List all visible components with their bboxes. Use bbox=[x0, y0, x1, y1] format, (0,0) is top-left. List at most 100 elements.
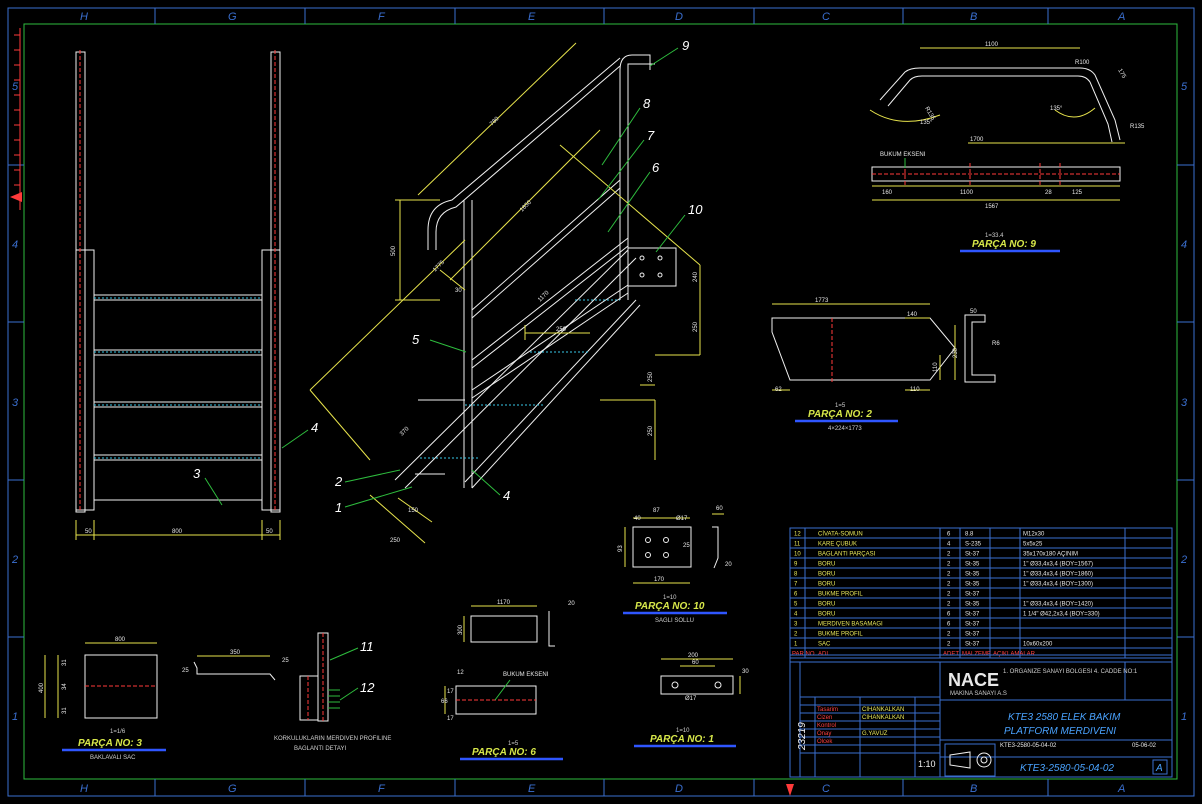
svg-text:1567: 1567 bbox=[985, 204, 999, 210]
bom-cell-name: KARE ÇUBUK bbox=[818, 542, 857, 548]
svg-text:B: B bbox=[970, 11, 977, 23]
svg-text:30: 30 bbox=[742, 669, 749, 675]
svg-text:3: 3 bbox=[12, 397, 19, 409]
svg-text:135°: 135° bbox=[1050, 106, 1063, 112]
svg-text:23219: 23219 bbox=[797, 722, 808, 751]
svg-text:4: 4 bbox=[503, 488, 510, 503]
bom-cell-name: BUKME PROFIL bbox=[818, 632, 863, 638]
svg-text:8: 8 bbox=[643, 96, 651, 111]
bom-cell-name: BORU bbox=[818, 572, 835, 578]
svg-text:34: 34 bbox=[62, 683, 68, 690]
svg-text:240: 240 bbox=[693, 271, 699, 282]
svg-text:C: C bbox=[822, 11, 830, 23]
svg-text:E: E bbox=[528, 783, 536, 795]
bom-cell-spec: 1" Ø33,4x3,4 (BOY=1860) bbox=[1023, 572, 1093, 578]
svg-text:Ø17: Ø17 bbox=[676, 516, 688, 522]
svg-text:30: 30 bbox=[455, 288, 462, 294]
bom-cell-material: St-35 bbox=[965, 572, 980, 578]
svg-text:PARÇA NO: 9: PARÇA NO: 9 bbox=[972, 239, 1036, 250]
bom-cell-qty: 6 bbox=[947, 622, 951, 628]
svg-text:G.YAVUZ: G.YAVUZ bbox=[862, 731, 888, 737]
svg-text:1: 1 bbox=[12, 711, 18, 723]
bom-cell-material: St-37 bbox=[965, 632, 980, 638]
svg-text:SAGLI SOLLU: SAGLI SOLLU bbox=[655, 618, 694, 624]
bom-cell-qty: 6 bbox=[947, 532, 951, 538]
svg-text:CIHANKALKAN: CIHANKALKAN bbox=[862, 707, 904, 713]
svg-text:20: 20 bbox=[725, 562, 732, 568]
svg-text:3: 3 bbox=[193, 466, 201, 481]
bom-cell-material: St-37 bbox=[965, 612, 980, 618]
svg-text:D: D bbox=[675, 783, 683, 795]
title-block: Tasarim Cizen Kontrol Onay Olcek CIHANKA… bbox=[789, 654, 1173, 778]
svg-text:BUKUM EKSENI: BUKUM EKSENI bbox=[880, 152, 926, 158]
svg-text:MAKINA SANAYI A.S: MAKINA SANAYI A.S bbox=[950, 691, 1007, 697]
svg-text:PARÇA NO: 3: PARÇA NO: 3 bbox=[78, 738, 142, 749]
outer-border bbox=[7, 7, 1195, 797]
bom-cell-spec: 35x170x180 AÇINIM bbox=[1023, 552, 1078, 558]
svg-text:170: 170 bbox=[654, 577, 665, 583]
svg-text:50: 50 bbox=[970, 309, 977, 315]
svg-text:F: F bbox=[378, 11, 386, 23]
svg-text:125: 125 bbox=[1072, 190, 1083, 196]
bom-cell-material: St-37 bbox=[965, 592, 980, 598]
bom-cell-name: BUKME PROFIL bbox=[818, 592, 863, 598]
bom-cell-material: St-35 bbox=[965, 602, 980, 608]
svg-text:5: 5 bbox=[412, 332, 420, 347]
part-3-view: 800 400 34 31 31 1=1/6 PARÇA NO: 3 BAKLA… bbox=[39, 637, 166, 761]
svg-text:780: 780 bbox=[489, 116, 501, 128]
svg-text:G: G bbox=[228, 11, 237, 23]
svg-text:KTE3-2580-05-04-02: KTE3-2580-05-04-02 bbox=[1000, 743, 1057, 749]
svg-text:BUKUM EKSENI: BUKUM EKSENI bbox=[503, 672, 549, 678]
company-logo: NACE bbox=[948, 670, 999, 690]
svg-text:4: 4 bbox=[12, 239, 18, 251]
svg-text:R135: R135 bbox=[1130, 124, 1145, 130]
ruler-marker bbox=[10, 192, 22, 202]
svg-text:R6: R6 bbox=[992, 341, 1000, 347]
svg-text:135°: 135° bbox=[920, 120, 933, 126]
svg-text:12: 12 bbox=[360, 680, 375, 695]
svg-text:1:10: 1:10 bbox=[918, 759, 936, 769]
svg-text:6: 6 bbox=[652, 160, 660, 175]
svg-text:G: G bbox=[228, 783, 237, 795]
svg-text:PARÇA NO: 10: PARÇA NO: 10 bbox=[635, 601, 705, 612]
svg-text:60: 60 bbox=[692, 660, 699, 666]
svg-text:150: 150 bbox=[408, 508, 419, 514]
svg-text:25: 25 bbox=[282, 658, 289, 664]
grid-labels: H G F E D C B A H G F E D C B A 5 4 3 2 … bbox=[11, 11, 1188, 795]
svg-text:A: A bbox=[1155, 763, 1163, 774]
svg-text:3: 3 bbox=[1181, 397, 1188, 409]
svg-text:1=10: 1=10 bbox=[663, 595, 677, 601]
svg-text:PLATFORM MERDIVENI: PLATFORM MERDIVENI bbox=[1004, 726, 1116, 737]
inner-border bbox=[23, 23, 1178, 780]
scale-ruler bbox=[14, 28, 21, 210]
svg-text:50: 50 bbox=[266, 529, 273, 535]
svg-text:PARÇA NO: 1: PARÇA NO: 1 bbox=[650, 734, 714, 745]
bom-cell-no: 11 bbox=[794, 542, 801, 548]
svg-text:1=33.4: 1=33.4 bbox=[985, 233, 1004, 239]
connection-detail: 11 12 KORKULUKLARIN MERDIVEN PROFILINE B… bbox=[274, 632, 391, 752]
svg-text:40: 40 bbox=[634, 516, 641, 522]
bom-cell-qty: 2 bbox=[947, 592, 951, 598]
svg-text:250: 250 bbox=[556, 327, 567, 333]
bom-cell-material: 8.8 bbox=[965, 532, 974, 538]
bom-cell-spec: M12x30 bbox=[1023, 532, 1045, 538]
bom-cell-no: 1 bbox=[794, 642, 798, 648]
svg-text:110: 110 bbox=[910, 387, 920, 393]
bom-cell-name: BORU bbox=[818, 602, 835, 608]
svg-text:1=5: 1=5 bbox=[835, 403, 846, 409]
bom-cell-spec: 1 1/4" Ø42,2x3,4 (BOY=330) bbox=[1023, 612, 1100, 618]
svg-text:25: 25 bbox=[182, 668, 189, 674]
svg-text:1773: 1773 bbox=[815, 298, 829, 304]
svg-text:17: 17 bbox=[447, 689, 454, 695]
svg-text:CIHANKALKAN: CIHANKALKAN bbox=[862, 715, 904, 721]
svg-text:KTE3 2580 ELEK BAKIM: KTE3 2580 ELEK BAKIM bbox=[1008, 712, 1121, 723]
svg-text:11: 11 bbox=[360, 639, 374, 654]
svg-text:A: A bbox=[1117, 11, 1125, 23]
part-2-view: 1773 140 62 110 110 50 R6 230 1=5 PARÇA … bbox=[771, 298, 1000, 432]
svg-text:B: B bbox=[970, 783, 977, 795]
bom-cell-material: St-37 bbox=[965, 622, 980, 628]
bom-cell-no: 5 bbox=[794, 602, 798, 608]
svg-text:F: F bbox=[378, 783, 386, 795]
svg-text:20: 20 bbox=[568, 601, 575, 607]
